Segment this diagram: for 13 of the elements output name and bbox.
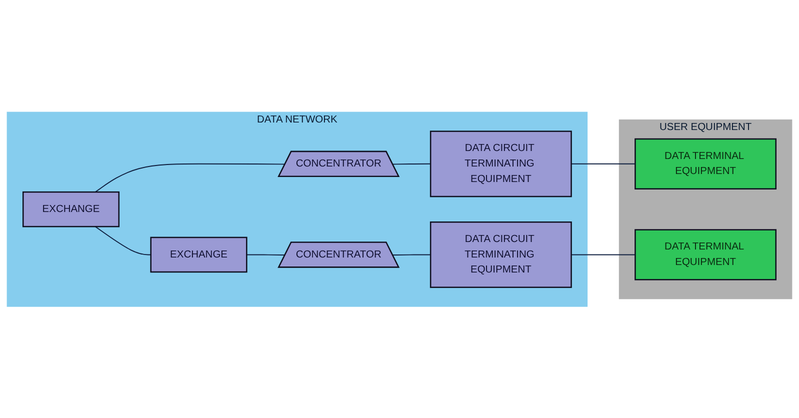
connector [94,226,152,255]
connector [392,254,432,256]
connector [392,163,432,164]
node-box: EXCHANGE [22,191,120,227]
node-box: DATA CIRCUIT TERMINATING EQUIPMENT [430,130,572,197]
node-box: DATA TERMINAL EQUIPMENT [634,228,777,280]
node-box: DATA CIRCUIT TERMINATING EQUIPMENT [430,221,572,288]
connector [570,163,636,164]
node-box: DATA TERMINAL EQUIPMENT [634,138,777,190]
connector [570,254,636,255]
connector [94,163,286,192]
node-box: EXCHANGE [150,236,248,272]
connector [246,254,286,256]
